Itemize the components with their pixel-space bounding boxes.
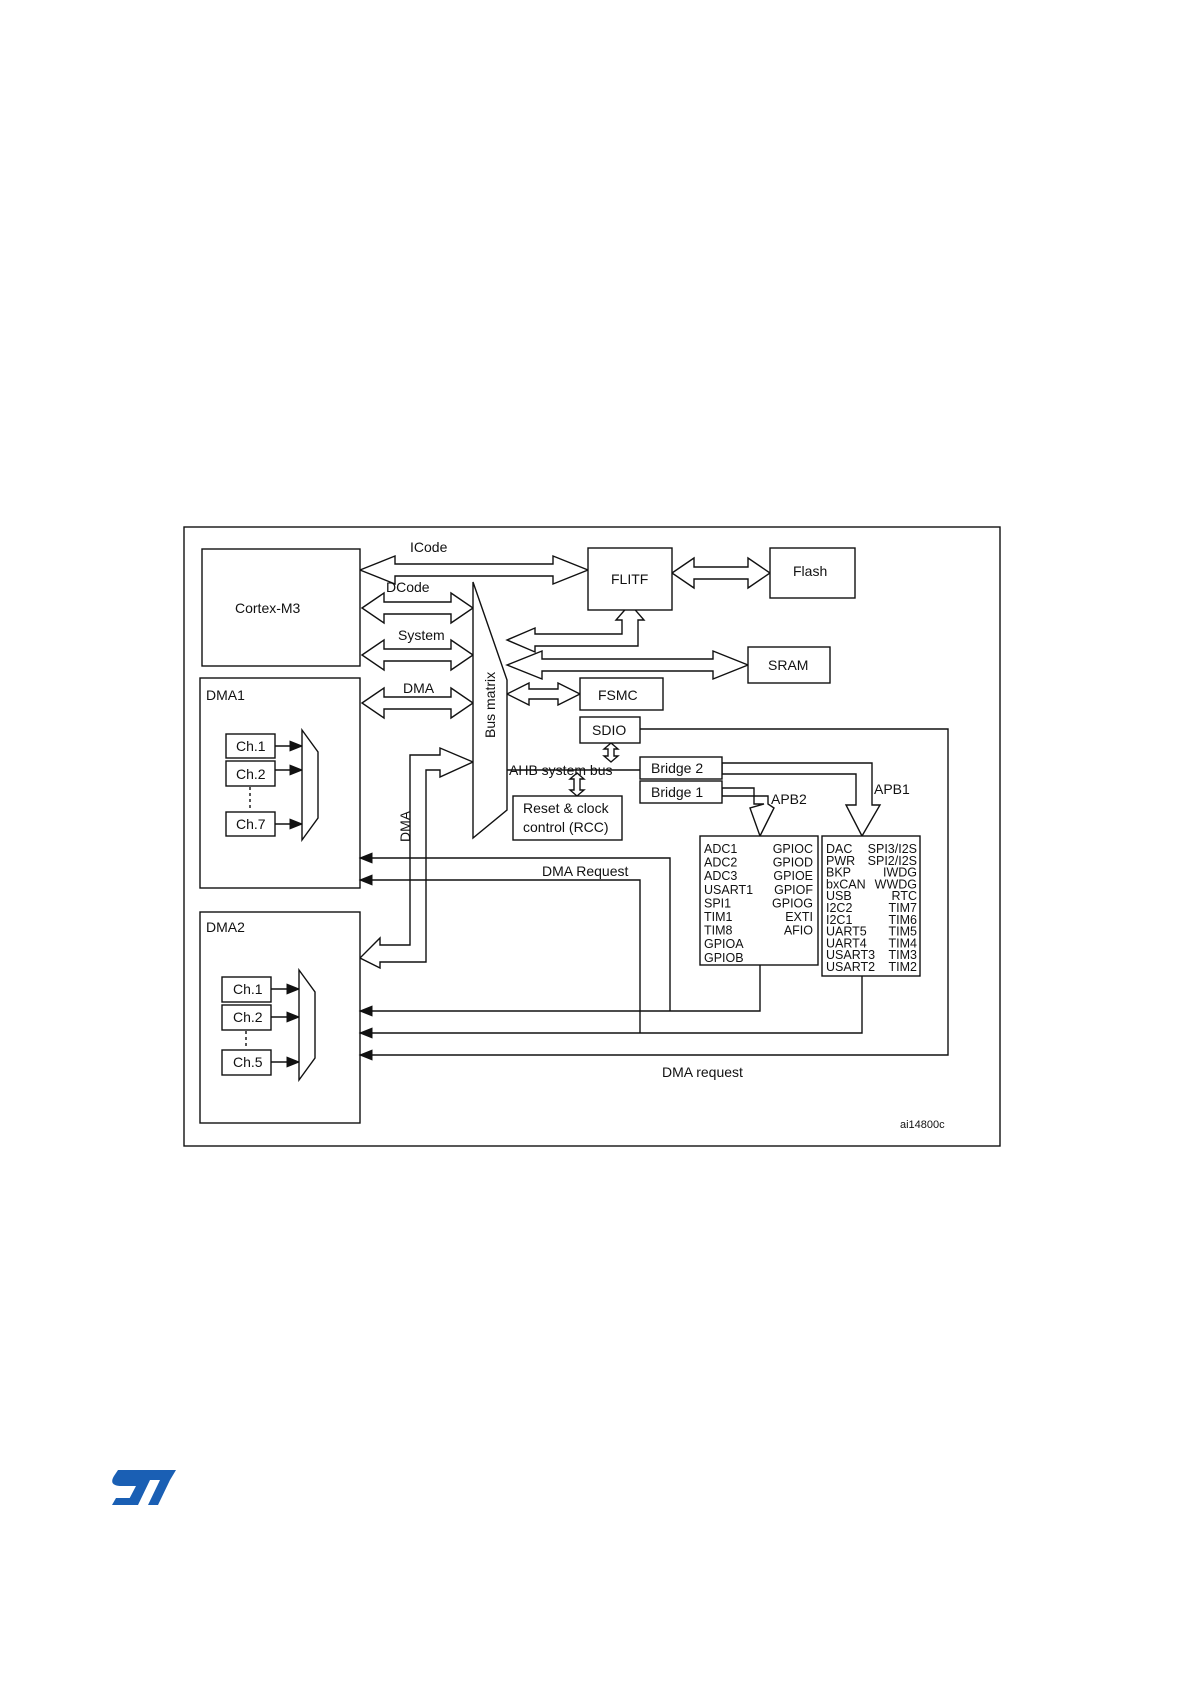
rcc-block: [512, 795, 623, 841]
apb2-left-item: ADC3: [704, 869, 737, 883]
flitf-block: [587, 547, 673, 611]
st-logo: [112, 1470, 176, 1505]
apb1-right-item: WWDG: [875, 877, 917, 891]
flitf-label: FLITF: [611, 571, 648, 587]
apb2-right-item: EXTI: [785, 910, 813, 924]
apb2-right-item: GPIOG: [772, 896, 813, 910]
icode-label: ICode: [410, 539, 448, 555]
apb2-right-item: GPIOC: [773, 842, 813, 856]
apb1-left-item: USART2: [826, 960, 875, 974]
apb1-right-item: RTC: [892, 889, 917, 903]
system-label: System: [398, 627, 445, 643]
apb1-left-item: bxCAN: [826, 877, 866, 891]
cortex-m3-block: [201, 548, 361, 667]
bridge1-label: Bridge 1: [651, 784, 703, 800]
dma2-bus-label: DMA: [397, 810, 413, 842]
cortex-m3-label: Cortex-M3: [235, 600, 301, 616]
apb1-right-item: SPI2/I2S: [868, 854, 917, 868]
dma1-block: [199, 677, 361, 889]
flash-label: Flash: [793, 563, 827, 579]
apb2-left-item: SPI1: [704, 896, 731, 910]
apb1-right-item: TIM6: [889, 913, 918, 927]
apb2-right-item: GPIOE: [773, 869, 813, 883]
bridge2-block: [639, 756, 723, 780]
dma2-request-apb1: [358, 976, 863, 1039]
apb2-left-item: TIM1: [704, 910, 733, 924]
sram-block: [747, 646, 831, 684]
apb2-left-item: GPIOA: [704, 937, 744, 951]
dma2-ch2-label: Ch.2: [233, 1009, 263, 1025]
dma-request-label-upper: DMA Request: [542, 863, 628, 879]
flash-block: [769, 547, 856, 599]
dma2-arbiter-mux: [298, 967, 316, 1083]
apb1-right-item: TIM3: [889, 948, 918, 962]
dma1-ch7: [225, 811, 276, 837]
apb1-right-item: TIM2: [889, 960, 918, 974]
dma1-label: DMA1: [206, 687, 245, 703]
apb1-left-item: PWR: [826, 854, 855, 868]
apb2-peripherals: [699, 835, 819, 966]
apb2-right-item: GPIOF: [774, 883, 813, 897]
sram-label: SRAM: [768, 657, 808, 673]
apb2-left-item: GPIOB: [704, 951, 744, 965]
apb1-arrow: [721, 762, 882, 838]
apb1-right-item: IWDG: [883, 866, 917, 880]
bridge1-block: [639, 780, 723, 804]
apb2-left-item: USART1: [704, 883, 753, 897]
apb2-left-item: TIM8: [704, 924, 733, 938]
apb2-right-item: GPIOD: [773, 856, 813, 870]
dma2-request-sdio: [358, 728, 949, 1061]
dma2-ch1: [221, 976, 272, 1003]
dma2-request-apb2: [358, 965, 761, 1017]
apb2-left-item: ADC2: [704, 856, 737, 870]
dma1-ch7-label: Ch.7: [236, 816, 266, 832]
ahb-label: AHB system bus: [509, 762, 612, 778]
sdio-label: SDIO: [592, 722, 626, 738]
dma2-ch1-label: Ch.1: [233, 981, 263, 997]
dma2-ch2: [221, 1004, 272, 1031]
apb2-label: APB2: [771, 791, 807, 807]
rcc-label-2: control (RCC): [523, 819, 609, 835]
apb1-left-item: I2C1: [826, 913, 852, 927]
dma1-ch2: [225, 760, 276, 787]
apb1-right-item: TIM4: [889, 936, 918, 950]
bus-matrix: [472, 581, 508, 840]
fsmc-block: [579, 677, 664, 711]
apb2-right-item: AFIO: [784, 924, 813, 938]
apb1-left-item: USART3: [826, 948, 875, 962]
dma1-request-line-a: [358, 852, 671, 1011]
apb1-left-item: UART4: [826, 936, 867, 950]
apb1-peripherals: [821, 835, 921, 977]
apb1-right-item: TIM7: [889, 901, 918, 915]
apb1-left-item: DAC: [826, 842, 852, 856]
bridge2-label: Bridge 2: [651, 760, 703, 776]
apb1-left-item: UART5: [826, 925, 867, 939]
bus-matrix-label: Bus matrix: [482, 672, 498, 738]
apb1-left-item: BKP: [826, 866, 851, 880]
sdio-block: [579, 716, 641, 744]
dma2-ch5-label: Ch.5: [233, 1054, 263, 1070]
sdio-ahb-arrow: [602, 742, 620, 763]
dma1-request-line-b: [358, 874, 641, 1033]
apb1-right-item: TIM5: [889, 925, 918, 939]
dma1-ch2-label: Ch.2: [236, 766, 266, 782]
apb2-left-item: ADC1: [704, 842, 737, 856]
apb1-label: APB1: [874, 781, 910, 797]
dma1-ch1-label: Ch.1: [236, 738, 266, 754]
dma2-label: DMA2: [206, 919, 245, 935]
apb1-left-item: USB: [826, 889, 852, 903]
dcode-label: DCode: [386, 579, 430, 595]
dma1-arbiter-mux: [301, 727, 319, 843]
apb1-left-item: I2C2: [826, 901, 852, 915]
apb1-right-item: SPI3/I2S: [868, 842, 917, 856]
dma-bus-label: DMA: [403, 680, 435, 696]
figure-id: ai14800c: [900, 1119, 945, 1131]
rcc-label-1: Reset & clock: [523, 800, 610, 816]
apb1-right-list: SPI3/I2SSPI2/I2SIWDGWWDGRTCTIM7TIM6TIM5T…: [868, 842, 917, 974]
fsmc-label: FSMC: [598, 687, 638, 703]
apb1-left-list: DACPWRBKPbxCANUSBI2C2I2C1UART5UART4USART…: [826, 842, 875, 974]
dma-request-label-lower: DMA request: [662, 1064, 743, 1080]
